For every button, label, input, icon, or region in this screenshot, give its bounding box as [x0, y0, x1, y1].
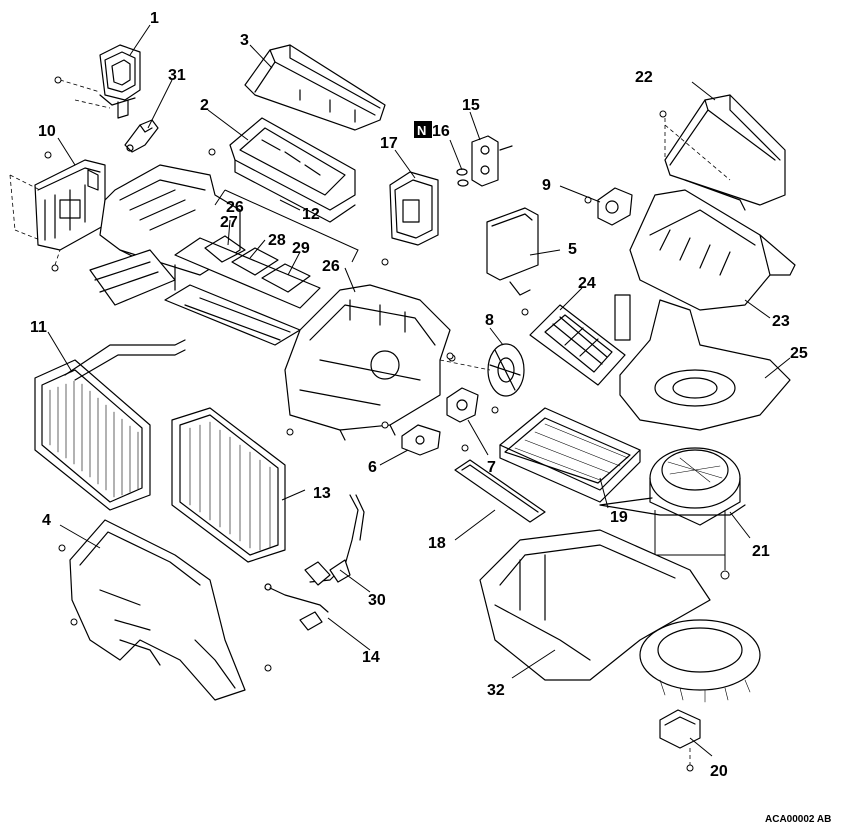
callout-24: 24	[578, 275, 596, 292]
callout-22: 22	[635, 69, 653, 86]
screw-icon	[58, 544, 272, 672]
part-18-seal	[454, 459, 546, 523]
callout-32: 32	[487, 682, 505, 699]
part-8-actuator-disk	[487, 343, 525, 397]
callout-6: 6	[368, 459, 377, 476]
callout-16: 16	[432, 123, 450, 140]
part-15-valve	[471, 135, 513, 187]
callout-28: 28	[268, 232, 286, 249]
drawing-code: ACA00002 AB	[765, 814, 831, 825]
heater-case-left	[89, 164, 241, 306]
callout-5: 5	[568, 241, 577, 258]
callout-27: 27	[220, 214, 238, 231]
part-16-orings	[456, 168, 469, 187]
screw-icon	[44, 151, 59, 272]
callout-7: 7	[487, 459, 496, 476]
screw-icon	[208, 148, 216, 156]
part-32-lower-case	[479, 529, 761, 703]
heater-case-center	[284, 284, 451, 441]
part-14-sensor-wire	[264, 583, 329, 631]
part-13-evaporator	[171, 407, 286, 563]
callout-30: 30	[368, 592, 386, 609]
callout-18: 18	[428, 535, 446, 552]
n-marker-label: N	[417, 123, 426, 138]
part-7-actuator	[446, 387, 479, 423]
callout-9: 9	[542, 177, 551, 194]
callout-13: 13	[313, 485, 331, 502]
part-6-actuator	[401, 424, 441, 456]
part-11-heater-core	[34, 339, 186, 511]
callout-4: 4	[42, 512, 51, 529]
screw-icon	[521, 308, 529, 316]
part-23-housing	[629, 189, 796, 311]
screw-icon	[686, 764, 694, 772]
part-19-cabin-filter	[499, 407, 641, 503]
part-1-bracket	[99, 44, 141, 119]
part-3-duct	[244, 44, 386, 131]
callout-3: 3	[240, 32, 249, 49]
part-22-duct	[664, 94, 786, 211]
callout-1: 1	[150, 10, 159, 27]
callout-2: 2	[200, 97, 209, 114]
part-24-filter-frame	[529, 304, 626, 386]
callout-12: 12	[302, 206, 320, 223]
callout-21: 21	[752, 543, 770, 560]
callout-29: 29	[292, 240, 310, 257]
callout-14: 14	[362, 649, 380, 666]
screw-icon	[720, 570, 730, 580]
callout-11: 11	[30, 319, 47, 336]
callout-26: 26	[226, 199, 244, 216]
screw-icon	[461, 406, 499, 452]
callout-15: 15	[462, 97, 480, 114]
part-10-actuator	[34, 159, 106, 251]
screw-icon	[446, 352, 454, 360]
callout-labels: 1 2 3 4 5 6 7 8 9 10 11 12 13 14 15 16 1…	[30, 10, 808, 780]
callout-8: 8	[485, 312, 494, 329]
screw-icon	[54, 76, 62, 84]
part-2-airbox	[229, 117, 356, 223]
part-5-module	[486, 207, 539, 296]
part-17-motor	[389, 171, 439, 246]
callout-25: 25	[790, 345, 808, 362]
n-marker: N	[414, 121, 432, 138]
callout-19: 19	[610, 509, 628, 526]
callout-23: 23	[772, 313, 790, 330]
part-9-actuator	[597, 187, 633, 226]
part-30-harness	[304, 494, 365, 586]
part-4-floor-duct	[69, 519, 246, 701]
callout-10: 10	[38, 123, 56, 140]
callout-26-second: 26	[322, 258, 340, 275]
part-31-sensor	[124, 119, 159, 153]
part-21-blower-motor	[599, 447, 746, 526]
callout-20: 20	[710, 763, 728, 780]
callout-31: 31	[168, 67, 186, 84]
part-25-blower-case	[614, 294, 791, 431]
callout-17: 17	[380, 135, 398, 152]
leader-lines	[47, 24, 791, 757]
part-20-resistor	[659, 709, 701, 749]
screw-icon	[659, 110, 667, 118]
